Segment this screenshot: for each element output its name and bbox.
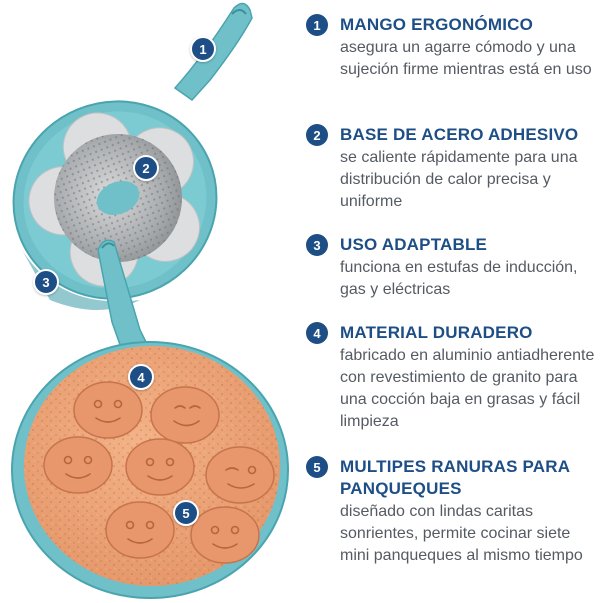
feature-description: asegura un agarre cómodo y una sujeción …	[340, 39, 592, 78]
feature-description: se caliente rápidamente para una distrib…	[340, 149, 578, 210]
callout-4: 4	[128, 364, 154, 390]
feature-title: MULTIPES RANURAS PARA PANQUEQUES	[340, 457, 570, 498]
feature-number: 5	[306, 456, 328, 478]
pan-underside	[12, 2, 253, 310]
callout-2: 2	[133, 155, 159, 181]
feature-2: 2 BASE DE ACERO ADHESIVO se caliente ráp…	[306, 124, 598, 213]
callout-5: 5	[173, 500, 199, 526]
feature-title: MANGO ERGONÓMICO	[340, 15, 534, 34]
feature-description: fabricado en aluminio antiadherente con …	[340, 347, 595, 430]
feature-description: funciona en estufas de inducción, gas y …	[340, 259, 578, 298]
feature-number: 4	[306, 322, 328, 344]
feature-number: 1	[306, 14, 328, 36]
feature-5: 5 MULTIPES RANURAS PARA PANQUEQUES diseñ…	[306, 456, 598, 567]
pan-front	[11, 239, 289, 599]
feature-1: 1 MANGO ERGONÓMICO asegura un agarre cóm…	[306, 14, 598, 81]
feature-title: MATERIAL DURADERO	[340, 323, 533, 342]
feature-title: BASE DE ACERO ADHESIVO	[340, 125, 579, 144]
feature-number: 3	[306, 234, 328, 256]
feature-4: 4 MATERIAL DURADERO fabricado en alumini…	[306, 322, 598, 433]
callout-3: 3	[33, 269, 59, 295]
feature-description: diseñado con lindas caritas sonrientes, …	[340, 503, 583, 564]
feature-3: 3 USO ADAPTABLE funciona en estufas de i…	[306, 234, 598, 301]
feature-title: USO ADAPTABLE	[340, 235, 488, 254]
callout-1: 1	[190, 36, 216, 62]
pan-illustration	[11, 2, 289, 599]
feature-number: 2	[306, 124, 328, 146]
